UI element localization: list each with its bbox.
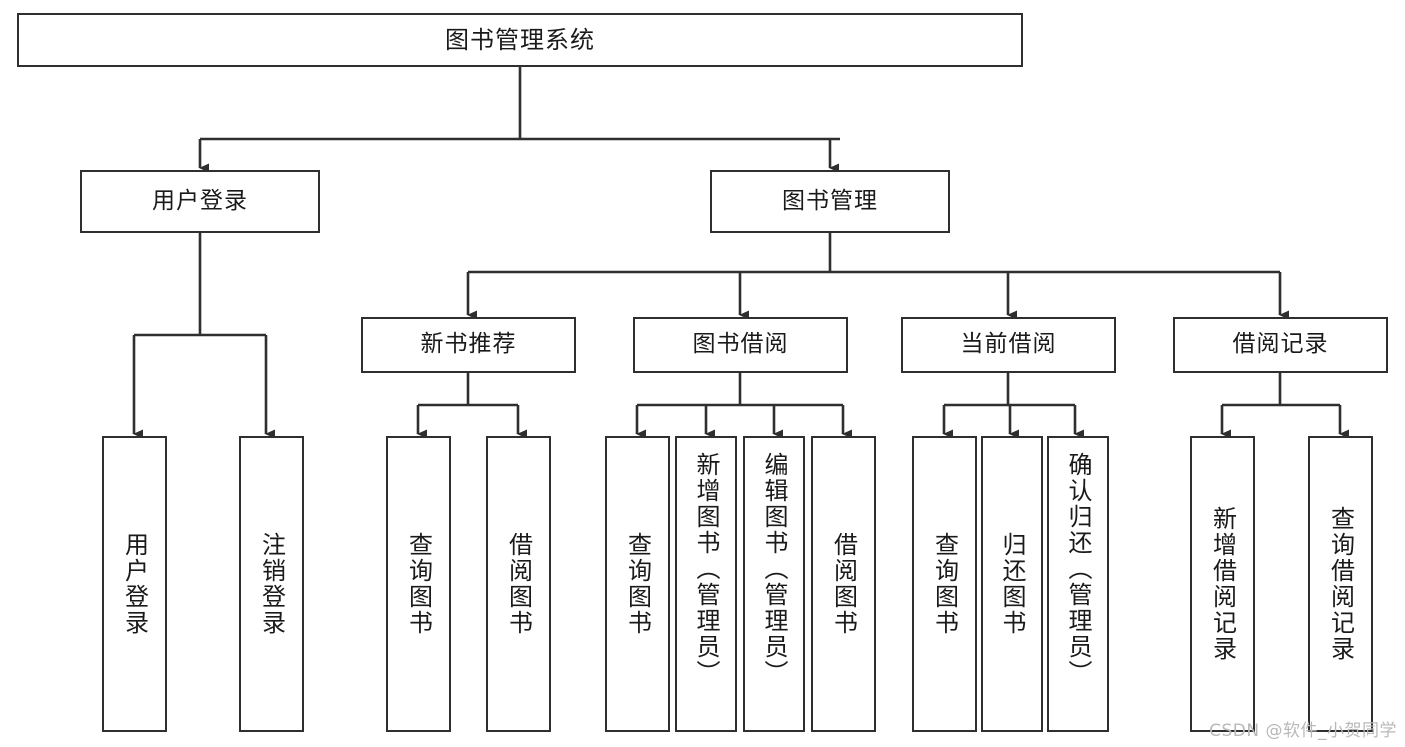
- leaf-current-confirm-return-admin[interactable]: 确认归还（管理员）: [1047, 436, 1109, 732]
- node-label: 借阅图书: [829, 532, 858, 636]
- node-user-login[interactable]: 用户登录: [80, 170, 320, 233]
- node-label: 查询图书: [623, 532, 652, 636]
- node-borrowing-record[interactable]: 借阅记录: [1173, 317, 1388, 373]
- node-label: 用户登录: [152, 187, 248, 214]
- node-label: 图书管理系统: [445, 25, 595, 54]
- node-current-borrowing[interactable]: 当前借阅: [901, 317, 1116, 373]
- node-label: 编辑图书（管理员）: [760, 452, 788, 686]
- node-label: 确认归还（管理员）: [1064, 452, 1092, 686]
- leaf-new-book-query-books[interactable]: 查询图书: [386, 436, 451, 732]
- node-root-book-management-system[interactable]: 图书管理系统: [17, 13, 1023, 67]
- leaf-record-query-borrow-record[interactable]: 查询借阅记录: [1308, 436, 1373, 732]
- node-book-borrowing[interactable]: 图书借阅: [633, 317, 848, 373]
- node-label: 注销登录: [257, 532, 286, 636]
- leaf-user-login-signin[interactable]: 用户登录: [102, 436, 167, 732]
- node-label: 查询借阅记录: [1326, 506, 1355, 662]
- leaf-user-login-signout[interactable]: 注销登录: [239, 436, 304, 732]
- leaf-borrow-query-books[interactable]: 查询图书: [605, 436, 670, 732]
- node-label: 新增图书（管理员）: [692, 452, 720, 686]
- node-label: 归还图书: [998, 532, 1026, 636]
- leaf-borrow-add-book-admin[interactable]: 新增图书（管理员）: [675, 436, 737, 732]
- node-label: 当前借阅: [960, 331, 1057, 358]
- node-label: 新增借阅记录: [1208, 506, 1237, 662]
- csdn-watermark: CSDN @软件_小贺同学: [1209, 721, 1397, 741]
- leaf-borrow-borrow-books[interactable]: 借阅图书: [811, 436, 876, 732]
- leaf-new-book-borrow-books[interactable]: 借阅图书: [486, 436, 551, 732]
- node-label: 用户登录: [120, 532, 149, 636]
- leaf-current-query-books[interactable]: 查询图书: [912, 436, 977, 732]
- leaf-borrow-edit-book-admin[interactable]: 编辑图书（管理员）: [743, 436, 805, 732]
- node-label: 图书借阅: [692, 331, 789, 358]
- node-label: 查询图书: [404, 532, 433, 636]
- node-book-management[interactable]: 图书管理: [710, 170, 950, 233]
- node-label: 借阅记录: [1232, 331, 1329, 358]
- node-new-book-recommendation[interactable]: 新书推荐: [361, 317, 576, 373]
- leaf-record-add-borrow-record[interactable]: 新增借阅记录: [1190, 436, 1255, 732]
- node-label: 借阅图书: [504, 532, 533, 636]
- leaf-current-return-books[interactable]: 归还图书: [981, 436, 1043, 732]
- node-label: 图书管理: [782, 187, 878, 214]
- node-label: 新书推荐: [420, 331, 517, 358]
- node-label: 查询图书: [930, 532, 959, 636]
